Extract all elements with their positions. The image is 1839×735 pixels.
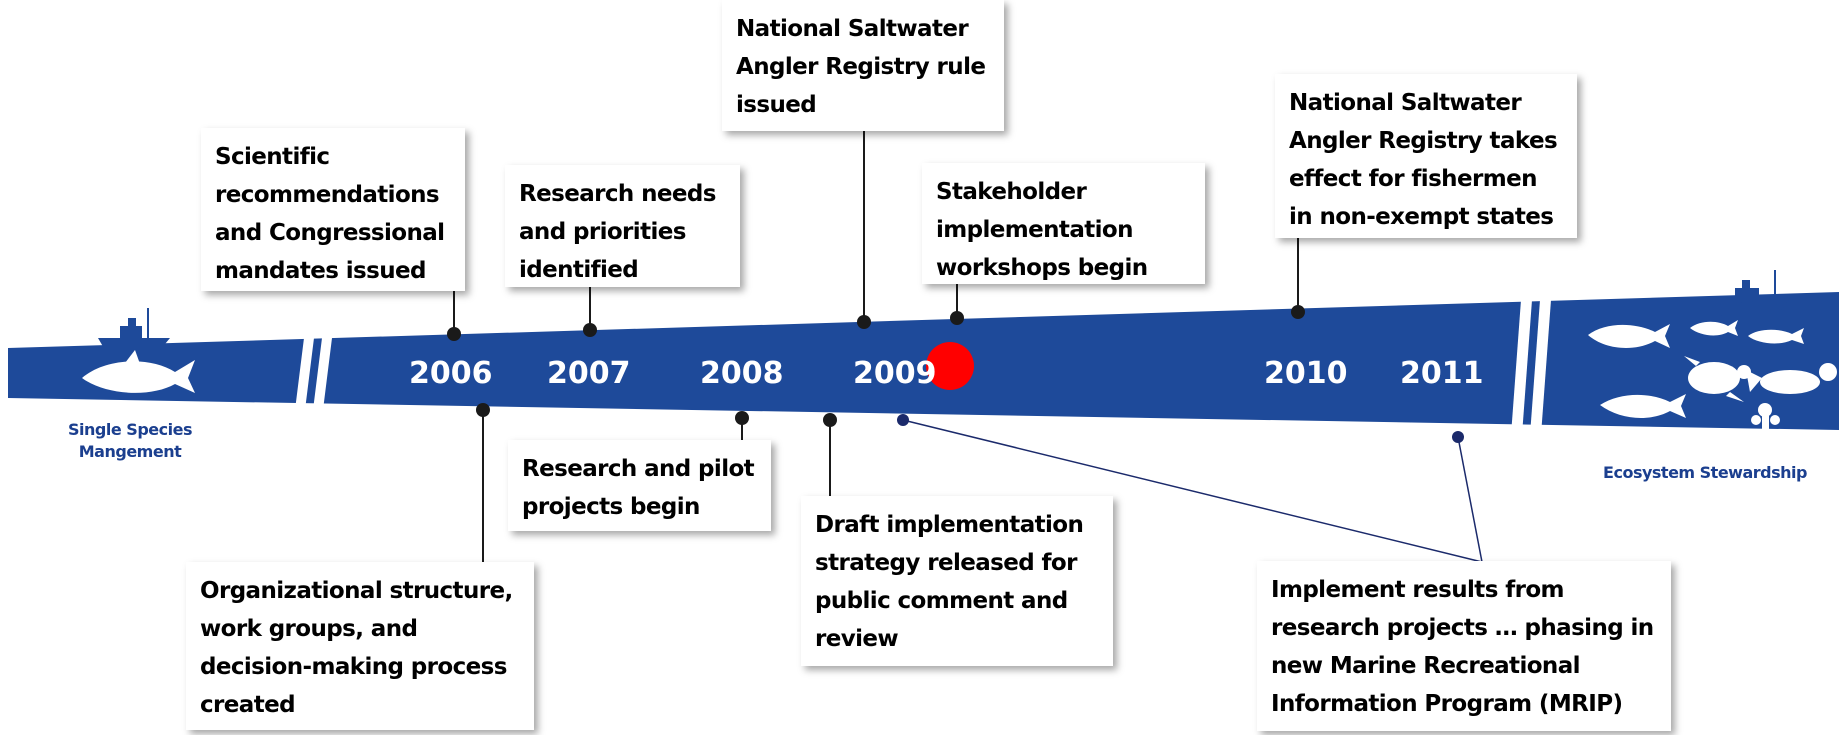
event-box-2009-draft-strategy: Draft implementation strategy released f… — [801, 496, 1113, 666]
event-box-2010-registry-effect: National Saltwater Angler Registry takes… — [1275, 74, 1577, 238]
connector-dots-below — [476, 403, 1464, 443]
timeline-break-left-2 — [313, 330, 333, 410]
connector-dots-above — [447, 305, 1305, 341]
boat-icon — [98, 308, 170, 350]
year-label-2006: 2006 — [409, 356, 493, 391]
event-box-2006-mandates: Scientific recommendations and Congressi… — [201, 128, 465, 291]
fish-school-icon — [1588, 320, 1804, 418]
event-box-2011-mrip: Implement results from research projects… — [1257, 561, 1671, 731]
connectors-below-blue — [902, 419, 1483, 563]
right-end-label: Ecosystem Stewardship — [1603, 463, 1807, 482]
event-box-2006-org-structure: Organizational structure, work groups, a… — [186, 562, 534, 730]
current-position-marker — [926, 342, 974, 390]
year-label-2007: 2007 — [547, 356, 631, 391]
coral-icon — [1751, 403, 1780, 438]
timeline-break-right — [1511, 300, 1532, 435]
boat-icon — [1715, 270, 1790, 316]
timeline-break-right-2 — [1530, 300, 1551, 435]
diver-icon — [1746, 363, 1837, 394]
year-label-2009: 2009 — [853, 356, 937, 391]
year-label-2010: 2010 — [1264, 356, 1348, 391]
fish-icon — [82, 350, 195, 393]
timeline-band — [8, 292, 1839, 430]
event-box-2009-workshops: Stakeholder implementation workshops beg… — [922, 163, 1205, 284]
year-label-2008: 2008 — [700, 356, 784, 391]
event-box-2008-pilot-projects: Research and pilot projects begin — [508, 440, 771, 531]
year-label-2011: 2011 — [1400, 356, 1484, 391]
event-box-2007-research-needs: Research needs and priorities identified — [505, 165, 740, 287]
event-box-2009-registry-rule: National Saltwater Angler Registry rule … — [722, 0, 1004, 131]
left-end-label: Single Species Mangement — [68, 420, 192, 461]
timeline-break-left — [295, 330, 315, 410]
